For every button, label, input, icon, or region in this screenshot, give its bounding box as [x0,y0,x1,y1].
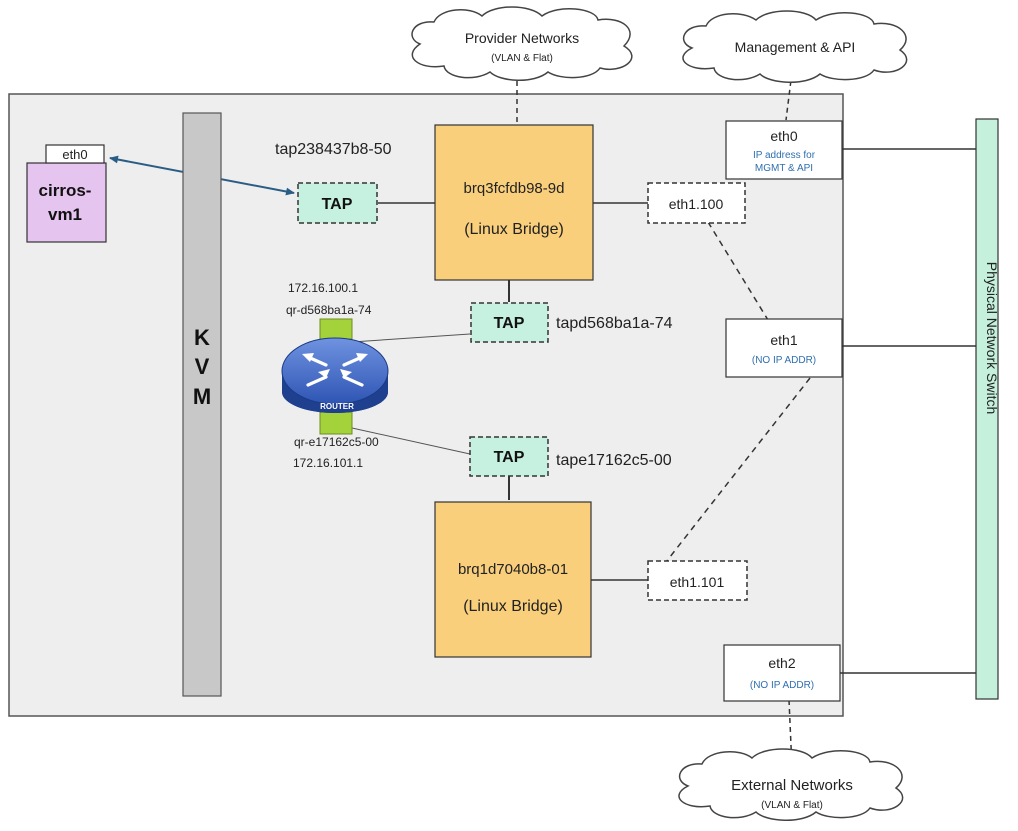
vlan-iface-eth1-101-box [647,560,748,601]
router-to-tap-top-link [351,333,471,343]
router-port-top [319,318,353,340]
vlan-iface-eth1-101[interactable]: eth1.101 [647,560,748,601]
vlan-iface-eth1-100-label: eth1.100 [669,196,724,212]
router-tap-bottom-name: tape17162c5-00 [556,452,672,469]
nic-eth0-note-line1: IP address for [753,150,816,161]
kvm-letter-m: M [193,384,211,409]
nic-eth2-box [723,644,841,702]
bridge-bottom[interactable]: brq1d7040b8-01 (Linux Bridge) [434,501,592,658]
vm-tap-name: tap238437b8-50 [275,141,392,158]
router-bottom-ip: 172.16.101.1 [293,456,363,470]
bridge-bottom-type: (Linux Bridge) [463,598,563,615]
router-tap-top-box [470,302,549,343]
router-tap-top-name: tapd568ba1a-74 [556,315,673,332]
provider-networks-cloud: Provider Networks (VLAN & Flat) [411,6,633,81]
bridge-bottom-box [434,501,592,658]
kvm-hypervisor: K V M [182,112,222,697]
router-to-tap-bottom-link [351,427,471,455]
vm-name-line2: vm1 [48,205,82,224]
router[interactable]: ROUTER [281,318,389,435]
router-bottom-port: qr-e17162c5-00 [294,435,379,449]
nic-eth2-note: (NO IP ADDR) [750,680,814,691]
nic-eth1-name: eth1 [770,332,797,348]
nic-eth1[interactable]: eth1 (NO IP ADDR) [725,318,843,378]
router-icon: ROUTER [281,337,389,413]
management-cloud-link [785,71,793,121]
router-tap-bottom[interactable]: TAP [469,436,549,477]
bridge-top-name: brq3fcfdb98-9d [464,180,565,197]
vm-cirros-vm1[interactable]: eth0 cirros- vm1 [26,144,107,243]
nic-eth0[interactable]: eth0 IP address for MGMT & API [725,120,843,180]
router-tap-top-label: TAP [494,315,525,332]
bridge-top-box [434,124,594,281]
physical-network-switch[interactable]: Physical Network Switch [975,118,1000,700]
vlan-iface-eth1-100[interactable]: eth1.100 [647,182,746,224]
router-icon-label: ROUTER [320,402,354,411]
router-top-port: qr-d568ba1a-74 [286,303,372,317]
external-networks-title: External Networks [731,777,853,794]
vlan-iface-eth1-101-label: eth1.101 [670,574,725,590]
external-networks-subtitle: (VLAN & Flat) [761,800,823,811]
bridge-top[interactable]: brq3fcfdb98-9d (Linux Bridge) [434,124,594,281]
vm-eth0-port [45,144,105,164]
vm-tap-label: TAP [322,196,353,213]
vm-body [26,162,107,243]
vm-name-line1: cirros- [39,181,92,200]
kvm-bar [182,112,222,697]
provider-networks-title: Provider Networks [465,30,579,46]
eth1-101-trunk-link [665,377,811,563]
router-tap-top[interactable]: TAP [470,302,549,343]
management-api-title: Management & API [735,39,856,55]
router-tap-bottom-label: TAP [494,449,525,466]
router-top-ip: 172.16.100.1 [288,281,358,295]
kvm-letter-v: V [195,354,210,379]
nic-eth2[interactable]: eth2 (NO IP ADDR) [723,644,841,702]
router-port-bottom [319,411,353,435]
nic-eth0-note-line2: MGMT & API [755,163,813,174]
external-networks-cloud: External Networks (VLAN & Flat) [678,748,904,821]
management-api-cloud: Management & API [682,10,908,83]
vm-tap-box [297,182,378,224]
vm-eth0-label: eth0 [62,147,87,162]
nic-eth0-name: eth0 [770,128,797,144]
kvm-letter-k: K [194,325,210,350]
eth1-100-trunk-link [707,221,769,321]
nic-eth1-note: (NO IP ADDR) [752,355,816,366]
router-tap-bottom-box [469,436,549,477]
vlan-iface-eth1-100-box [647,182,746,224]
bridge-top-type: (Linux Bridge) [464,221,564,238]
nic-eth2-name: eth2 [768,655,795,671]
nic-eth1-box [725,318,843,378]
nic-eth0-box [725,120,843,180]
switch-label: Physical Network Switch [984,262,1000,415]
switch-bar [975,118,999,700]
provider-networks-subtitle: (VLAN & Flat) [491,53,553,64]
vm-tap[interactable]: TAP [297,182,378,224]
bridge-bottom-name: brq1d7040b8-01 [458,561,568,578]
